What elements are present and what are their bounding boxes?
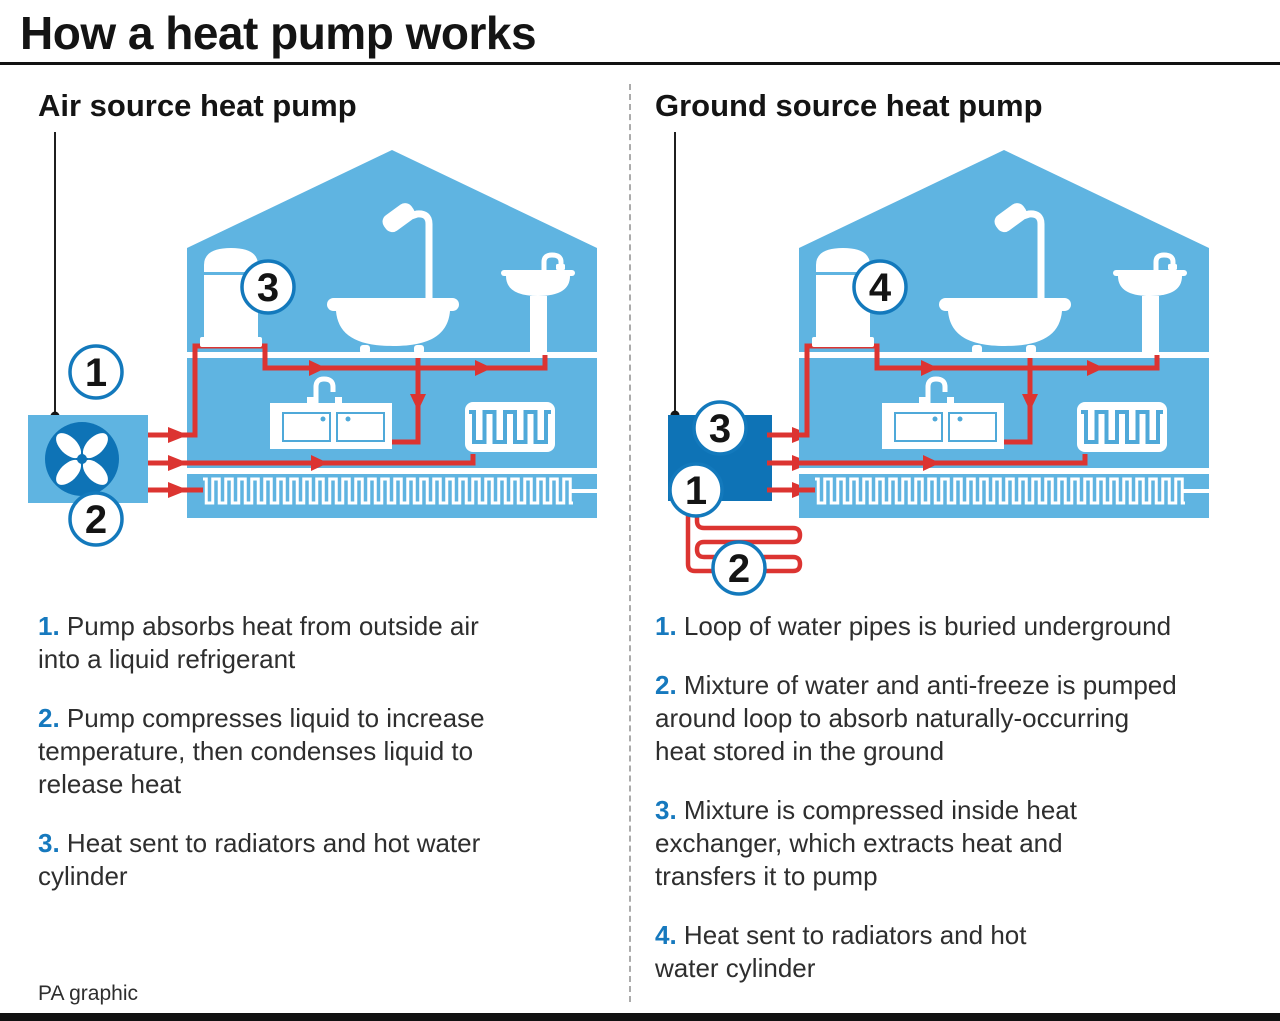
air-source-diagram: 1 2 3 (28, 132, 630, 547)
marker-1-label: 1 (685, 469, 707, 513)
step-item: 4. Heat sent to radiators and hot water … (655, 919, 1270, 985)
marker-4-label: 4 (869, 266, 892, 310)
right-panel-heading: Ground source heat pump (655, 88, 1043, 123)
step-number: 2. (38, 703, 60, 733)
fan-icon (45, 422, 119, 496)
step-item: 1. Pump absorbs heat from outside air in… (38, 610, 623, 676)
marker-2: 2 (711, 540, 767, 596)
step-number: 2. (655, 670, 677, 700)
step-text: Loop of water pipes is buried undergroun… (683, 611, 1172, 641)
step-item: 3. Heat sent to radiators and hot water … (38, 827, 623, 893)
step-text: Heat sent to radiators and hot water cyl… (38, 828, 481, 891)
step-text: Pump compresses liquid to increase tempe… (38, 703, 485, 799)
step-item: 1. Loop of water pipes is buried undergr… (655, 610, 1270, 643)
marker-1: 1 (68, 344, 124, 400)
page-title: How a heat pump works (20, 7, 537, 59)
marker-1-label: 1 (85, 351, 107, 395)
step-number: 1. (655, 611, 677, 641)
step-text: Pump absorbs heat from outside air into … (38, 611, 479, 674)
step-number: 3. (655, 795, 677, 825)
left-panel-heading: Air source heat pump (38, 88, 357, 123)
right-steps: 1. Loop of water pipes is buried undergr… (655, 610, 1270, 1011)
credit: PA graphic (38, 982, 139, 1005)
marker-2: 2 (68, 491, 124, 547)
step-number: 4. (655, 920, 677, 950)
step-number: 1. (38, 611, 60, 641)
marker-2-label: 2 (728, 547, 750, 591)
step-text: Mixture of water and anti-freeze is pump… (655, 670, 1177, 766)
step-item: 2. Pump compresses liquid to increase te… (38, 702, 623, 801)
panel-divider (629, 84, 631, 1002)
marker-3-label: 3 (709, 407, 731, 451)
step-item: 2. Mixture of water and anti-freeze is p… (655, 669, 1270, 768)
marker-4: 4 (852, 259, 908, 315)
step-text: Mixture is compressed inside heat exchan… (655, 795, 1077, 891)
marker-2-label: 2 (85, 498, 107, 542)
marker-3-label: 3 (257, 266, 279, 310)
step-number: 3. (38, 828, 60, 858)
ground-source-diagram: 3 1 2 4 (668, 132, 1280, 596)
marker-3: 3 (240, 259, 296, 315)
left-steps: 1. Pump absorbs heat from outside air in… (38, 610, 623, 919)
marker-3: 3 (692, 400, 748, 456)
bottom-bar (0, 1013, 1280, 1021)
title-divider (0, 62, 1280, 65)
step-item: 3. Mixture is compressed inside heat exc… (655, 794, 1270, 893)
ground-loop-pipe (685, 501, 803, 574)
step-text: Heat sent to radiators and hot water cyl… (655, 920, 1027, 983)
marker-1: 1 (668, 462, 724, 518)
